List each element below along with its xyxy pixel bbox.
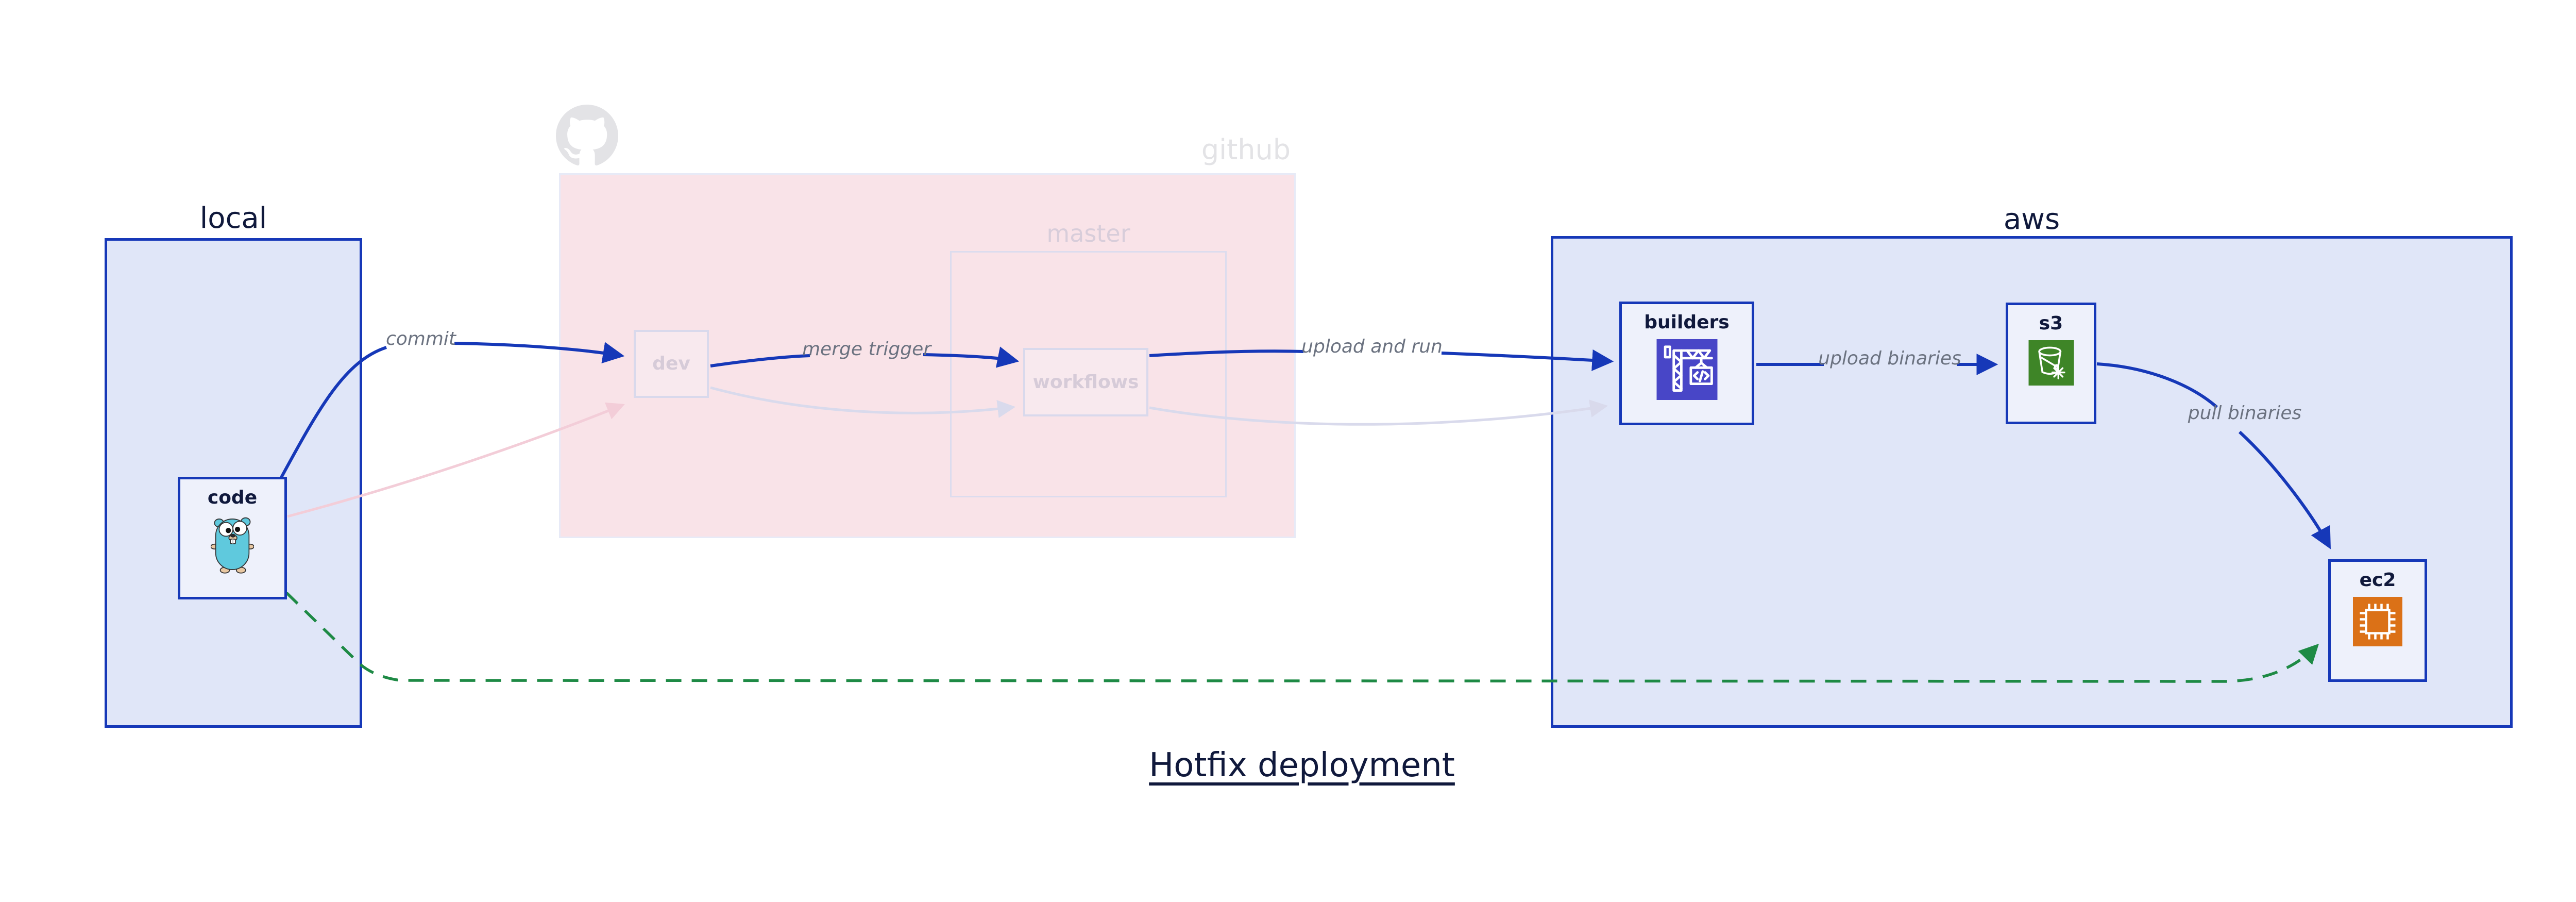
edge-label-upload-and-run: upload and run <box>1301 336 1443 357</box>
group-label-local: local <box>199 202 267 235</box>
edge-label-commit: commit <box>385 328 456 349</box>
ec2-chip-icon <box>2353 596 2402 646</box>
node-builders-label: builders <box>1644 312 1730 333</box>
ghost-edge-code-to-dev <box>287 402 625 518</box>
diagram-title: Hotfix deployment <box>1149 746 1455 784</box>
edge-upload-and-run-arrow <box>1441 349 1614 371</box>
edge-commit-line <box>279 346 387 479</box>
codebuild-crane-icon <box>1656 339 1718 400</box>
node-workflows: workflows <box>1023 348 1148 416</box>
master-branch-label: master <box>1046 220 1130 247</box>
ghost-edge-workflows-to-builders <box>1149 399 1608 426</box>
edge-hotfix-dashed-arrow <box>285 592 2319 683</box>
master-branch-box <box>950 251 1227 497</box>
edge-merge-trigger-arrow <box>923 346 1020 368</box>
node-s3-label: s3 <box>2039 313 2063 334</box>
node-builders: builders <box>1619 302 1754 425</box>
edge-label-pull-binaries: pull binaries <box>2188 403 2302 424</box>
node-code: code <box>178 477 287 599</box>
node-ec2-label: ec2 <box>2359 570 2396 591</box>
edge-merge-trigger-line <box>710 354 810 368</box>
node-dev-label: dev <box>652 353 690 374</box>
node-workflows-label: workflows <box>1032 371 1139 393</box>
edge-label-upload-binaries: upload binaries <box>1818 348 1961 369</box>
edge-pull-binaries-line <box>2096 362 2218 409</box>
group-label-github: github <box>1201 133 1291 166</box>
node-s3: s3 <box>2006 303 2096 424</box>
ghost-edge-dev-to-workflows <box>710 386 1016 418</box>
edge-commit-arrow <box>454 342 625 363</box>
node-code-label: code <box>207 487 258 508</box>
s3-bucket-snowflake-icon <box>2028 340 2074 386</box>
node-dev: dev <box>634 330 709 398</box>
edge-label-merge-trigger: merge trigger <box>802 339 931 360</box>
edge-pull-binaries-arrow <box>2238 430 2331 549</box>
node-ec2: ec2 <box>2328 559 2427 682</box>
diagram-title-row: Hotfix deployment <box>0 746 2576 784</box>
go-gopher-icon <box>211 514 254 574</box>
github-octocat-icon <box>556 105 618 167</box>
group-label-aws: aws <box>2003 203 2060 236</box>
edge-upload-and-run-line <box>1149 349 1304 357</box>
